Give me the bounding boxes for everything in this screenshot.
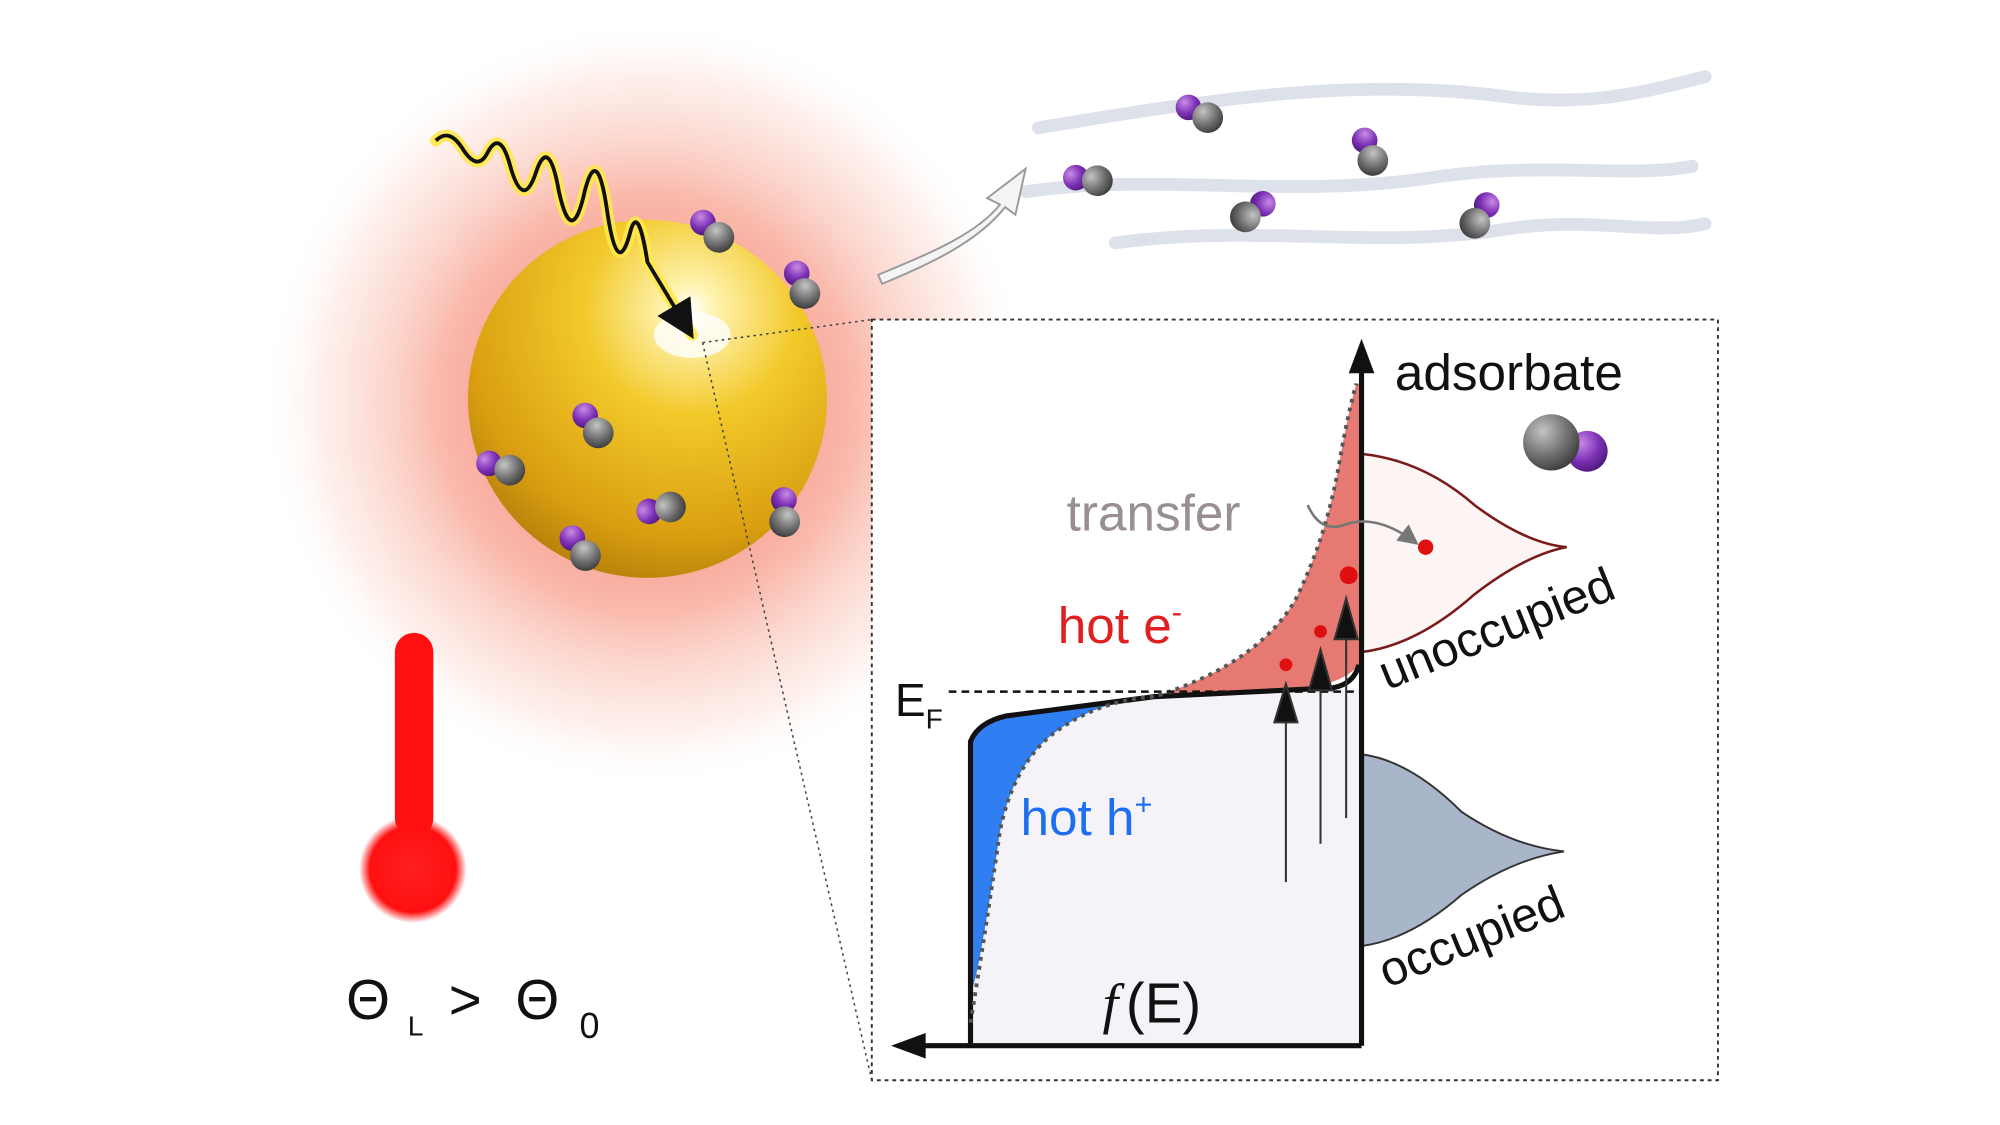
desorption-arrow bbox=[876, 166, 1028, 286]
zoom-guide-lines bbox=[701, 318, 873, 1081]
theta-0-subscript: 0 bbox=[579, 1006, 599, 1046]
adsorbate-molecule-icon bbox=[1523, 414, 1608, 472]
excitation-arrows bbox=[1272, 594, 1360, 883]
hot-carrier-curve bbox=[968, 382, 1359, 1024]
hot-electron-region bbox=[1153, 383, 1359, 697]
fermi-level-label: EF bbox=[895, 674, 943, 735]
greater-than-sign: > bbox=[449, 968, 482, 1031]
transfer-arrow bbox=[1306, 504, 1419, 545]
hot-electron-label: hot e- bbox=[1058, 595, 1182, 654]
distribution-function-label: f(E) bbox=[1103, 972, 1202, 1036]
hot-hole-region bbox=[970, 696, 1154, 998]
light-pulse-icon bbox=[430, 129, 699, 341]
theta-l-symbol: Θ bbox=[346, 968, 390, 1031]
gold-nanoparticle bbox=[467, 219, 827, 578]
fermi-distribution-curve bbox=[967, 664, 1362, 1046]
occupied-dos bbox=[1360, 753, 1565, 948]
transfer-label: transfer bbox=[1067, 485, 1241, 542]
adsorbate-label: adsorbate bbox=[1395, 344, 1623, 401]
theta-l-subscript: L bbox=[408, 1011, 424, 1042]
hot-hole-label: hot h+ bbox=[1021, 786, 1153, 845]
distribution-area bbox=[967, 687, 1359, 1046]
theta-0-symbol: Θ bbox=[515, 968, 559, 1031]
thermometer-icon bbox=[358, 632, 467, 924]
temperature-relation: Θ L > Θ 0 bbox=[346, 968, 599, 1046]
hot-electron-dots bbox=[1279, 539, 1434, 672]
unoccupied-dos bbox=[1361, 452, 1567, 654]
axes bbox=[891, 338, 1375, 1059]
